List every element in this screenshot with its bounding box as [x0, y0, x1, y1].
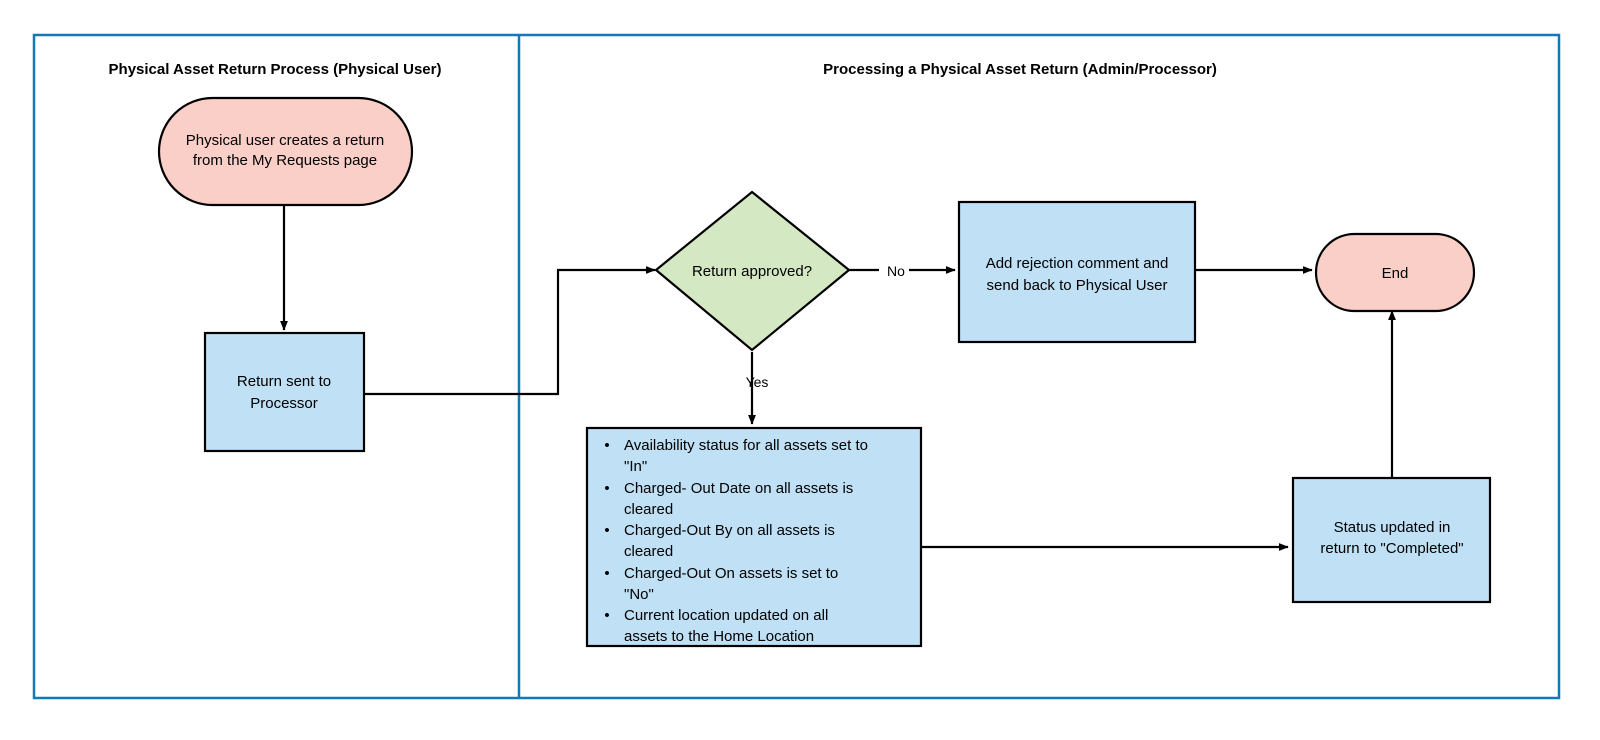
- asset-updates-bullet-1-line-2: "In": [624, 458, 647, 475]
- lane-title-admin: Processing a Physical Asset Return (Admi…: [823, 61, 1217, 78]
- decision-label: Return approved?: [692, 263, 812, 280]
- lane-title-user: Physical Asset Return Process (Physical …: [109, 61, 442, 78]
- return-sent-label-line-1: Return sent to: [237, 373, 331, 390]
- node-asset-updates[interactable]: • Availability status for all assets set…: [585, 426, 923, 648]
- start-terminator-shape: [157, 96, 414, 207]
- asset-updates-bullet-marker-4: •: [604, 565, 609, 582]
- asset-updates-bullet-marker-5: •: [604, 607, 609, 624]
- start-label-line-2: from the My Requests page: [193, 152, 377, 169]
- asset-updates-bullet-5-line-1: Current location updated on all: [624, 607, 828, 624]
- edge-return-sent-to-decision: [364, 266, 656, 396]
- decision-shape: [654, 190, 851, 352]
- node-start[interactable]: Physical user creates a return from the …: [157, 96, 414, 207]
- asset-updates-bullet-3-line-1: Charged-Out By on all assets is: [624, 522, 835, 539]
- lane-container: [32, 33, 1561, 700]
- asset-updates-bullet-3-line-2: cleared: [624, 543, 673, 560]
- end-label: End: [1382, 265, 1409, 282]
- edge-label-no: No: [887, 263, 905, 279]
- node-status-updated[interactable]: Status updated in return to "Completed": [1291, 476, 1492, 604]
- rejection-label-line-1: Add rejection comment and: [986, 255, 1169, 272]
- node-add-rejection-comment[interactable]: Add rejection comment and send back to P…: [957, 200, 1197, 344]
- asset-updates-bullet-2-line-1: Charged- Out Date on all assets is: [624, 480, 853, 497]
- asset-updates-bullet-marker-2: •: [604, 480, 609, 497]
- rejection-shape: [957, 200, 1197, 344]
- node-end[interactable]: End: [1314, 232, 1476, 313]
- status-updated-shape: [1291, 476, 1492, 604]
- status-updated-label-line-1: Status updated in: [1334, 519, 1451, 536]
- edge-label-no-backdrop: [879, 259, 909, 281]
- return-sent-label-line-2: Processor: [250, 395, 318, 412]
- status-updated-label-line-2: return to "Completed": [1320, 540, 1463, 557]
- asset-updates-bullet-1-line-1: Availability status for all assets set t…: [624, 437, 868, 454]
- edge-label-yes: Yes: [746, 374, 769, 390]
- end-terminator-shape: [1314, 232, 1476, 313]
- asset-updates-bullet-marker-3: •: [604, 522, 609, 539]
- asset-updates-bullet-4-line-1: Charged-Out On assets is set to: [624, 565, 838, 582]
- asset-updates-shape: [585, 426, 923, 648]
- node-decision-return-approved[interactable]: Return approved?: [654, 190, 851, 352]
- rejection-label-line-2: send back to Physical User: [987, 277, 1168, 294]
- asset-updates-bullet-2-line-2: cleared: [624, 501, 673, 518]
- start-label-line-1: Physical user creates a return: [186, 132, 384, 149]
- asset-updates-bullet-5-line-2: assets to the Home Location: [624, 628, 814, 645]
- return-sent-shape: [203, 331, 366, 453]
- node-return-sent[interactable]: Return sent to Processor: [203, 331, 366, 453]
- asset-updates-bullet-marker-1: •: [604, 437, 609, 454]
- asset-updates-bullet-4-line-2: "No": [624, 586, 654, 603]
